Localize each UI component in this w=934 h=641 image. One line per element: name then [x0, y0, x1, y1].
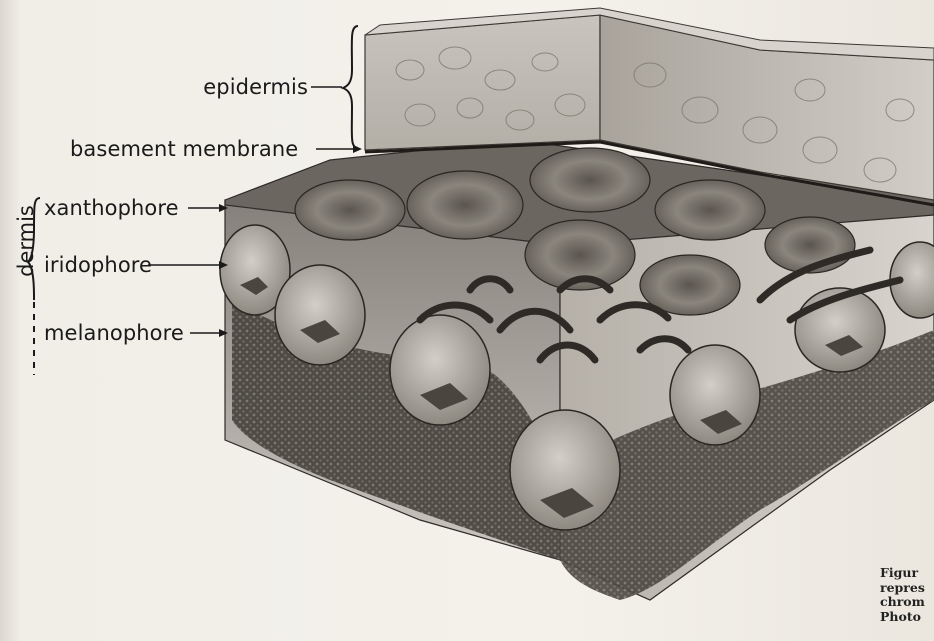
caption-line: Figur [880, 566, 934, 581]
iridophore-label: iridophore [44, 253, 152, 277]
epidermis-bracket [343, 26, 358, 148]
figure-caption-fragment: Figur repres chrom Photo [880, 566, 934, 624]
dermis-label: dermis [13, 201, 39, 281]
caption-line: chrom [880, 595, 934, 610]
caption-line: Photo [880, 610, 934, 625]
epidermis-label: epidermis [190, 75, 308, 99]
xanthophore-label: xanthophore [44, 196, 179, 220]
basement-membrane-label: basement membrane [70, 137, 298, 161]
melanophore-label: melanophore [44, 321, 184, 345]
caption-line: repres [880, 581, 934, 596]
